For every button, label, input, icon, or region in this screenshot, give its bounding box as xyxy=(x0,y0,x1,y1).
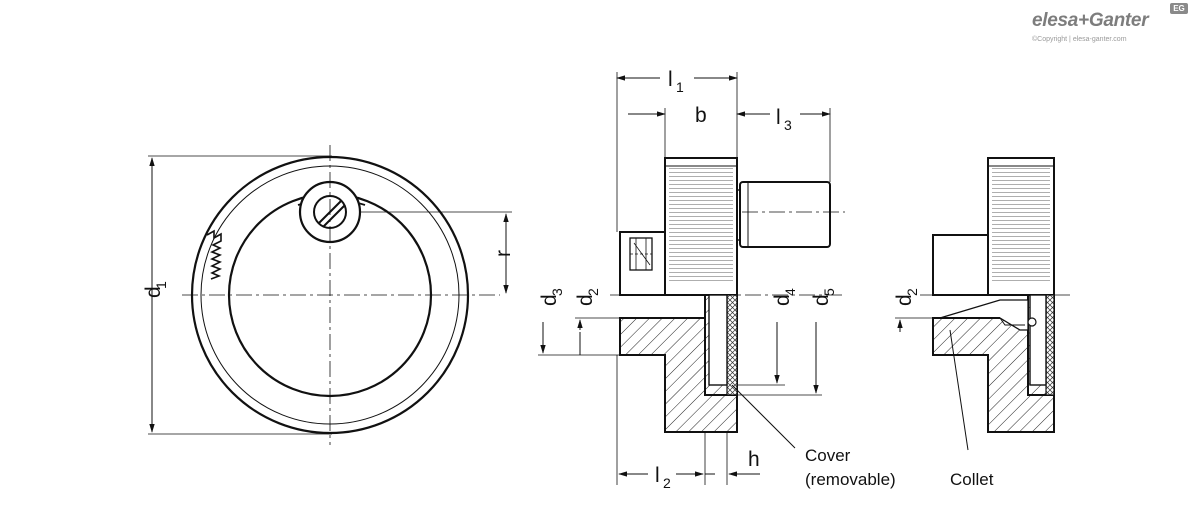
label-cover: Cover (removable) xyxy=(805,446,896,489)
svg-text:2: 2 xyxy=(904,288,920,296)
svg-text:l: l xyxy=(668,68,673,91)
svg-text:Collet: Collet xyxy=(950,470,994,489)
svg-text:d: d xyxy=(142,286,165,298)
svg-text:1: 1 xyxy=(153,281,169,289)
svg-text:4: 4 xyxy=(782,288,798,296)
collet-hub-upper xyxy=(932,234,989,296)
label-r: r xyxy=(492,250,515,257)
label-h: h xyxy=(748,448,760,471)
svg-text:1: 1 xyxy=(676,79,684,95)
label-d3: d 3 xyxy=(538,288,565,306)
svg-text:d: d xyxy=(538,294,561,306)
elesa-ganter-logo: elesa+Ganter EG ©Copyright | elesa-gante… xyxy=(1032,3,1192,50)
svg-text:d: d xyxy=(893,294,916,306)
svg-text:h: h xyxy=(748,448,760,471)
svg-text:2: 2 xyxy=(585,288,601,296)
svg-text:d: d xyxy=(810,294,833,306)
side-dimensions xyxy=(538,72,831,485)
svg-text:d: d xyxy=(574,294,597,306)
label-l3: l 3 xyxy=(776,106,792,133)
svg-text:(removable): (removable) xyxy=(805,470,896,489)
svg-text:Cover: Cover xyxy=(805,446,851,465)
label-d2-collet: d 2 xyxy=(893,288,920,306)
label-collet: Collet xyxy=(950,470,994,489)
svg-text:2: 2 xyxy=(663,475,671,491)
collet-section-view xyxy=(895,157,1070,451)
handle-stub xyxy=(739,181,831,248)
side-section-view xyxy=(610,157,845,433)
collet-leader xyxy=(949,329,969,451)
serration xyxy=(206,229,222,280)
label-l2: l 2 xyxy=(655,464,671,491)
svg-text:5: 5 xyxy=(821,288,837,296)
cover-leader xyxy=(731,384,796,449)
cover xyxy=(726,294,738,396)
logo-brand: elesa+Ganter xyxy=(1032,10,1149,31)
front-view xyxy=(148,145,512,445)
logo-badge: EG xyxy=(1170,3,1188,14)
label-d1: d 1 xyxy=(142,281,169,298)
label-l1: l 1 xyxy=(668,68,684,95)
label-b: b xyxy=(695,104,707,127)
svg-text:3: 3 xyxy=(784,117,792,133)
svg-text:d: d xyxy=(771,294,794,306)
svg-text:b: b xyxy=(695,104,707,127)
label-d5: d 5 xyxy=(810,288,837,306)
svg-text:l: l xyxy=(776,106,781,129)
label-d4: d 4 xyxy=(771,288,798,306)
svg-text:l: l xyxy=(655,464,660,487)
logo-copyright: ©Copyright | elesa-ganter.com xyxy=(1032,36,1127,43)
svg-text:r: r xyxy=(492,250,515,257)
label-d2: d 2 xyxy=(574,288,601,306)
svg-text:3: 3 xyxy=(549,288,565,296)
